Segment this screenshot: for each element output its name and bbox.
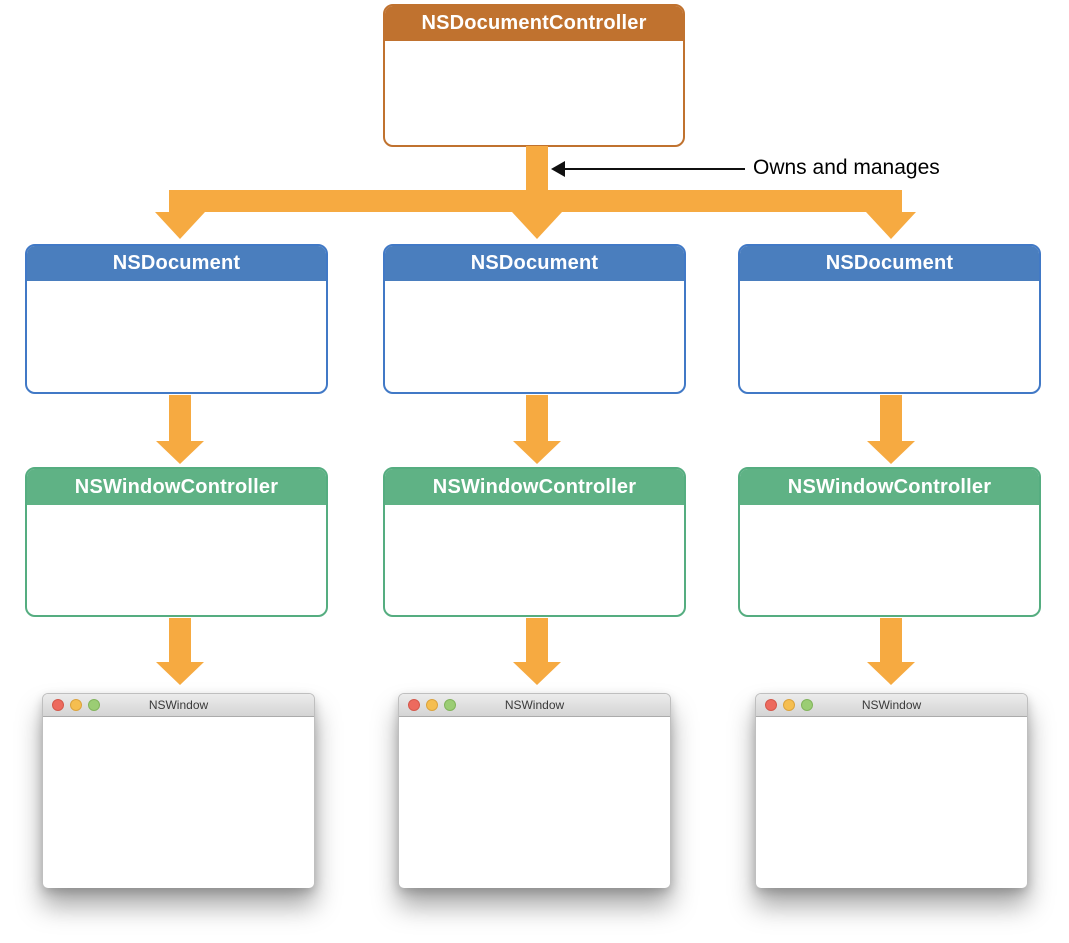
- minimize-light-icon: [783, 699, 795, 711]
- annotation-arrowhead-icon: [551, 161, 565, 177]
- connector-arrowhead-left: [155, 212, 205, 239]
- nswindow-content-3: [756, 717, 1027, 888]
- nsdocument-title-3: NSDocument: [825, 252, 954, 274]
- nsdocument-title-2: NSDocument: [470, 252, 599, 274]
- nswindowcontroller-header-3: NSWindowController: [740, 469, 1039, 505]
- nsdocument-box-3: NSDocument: [738, 244, 1041, 394]
- nswindow-title-1: NSWindow: [148, 698, 209, 712]
- traffic-lights-3: [765, 699, 813, 711]
- minimize-light-icon: [70, 699, 82, 711]
- nswindow-2: NSWindow: [398, 693, 671, 888]
- minimize-light-icon: [426, 699, 438, 711]
- nswindow-title-3: NSWindow: [861, 698, 922, 712]
- connector-horizontal-bar: [169, 190, 902, 212]
- arrow-doc-to-controller-head-2: [513, 441, 561, 464]
- close-light-icon: [408, 699, 420, 711]
- arrow-doc-to-controller-head-1: [156, 441, 204, 464]
- nsdocumentcontroller-box: NSDocumentController: [383, 4, 685, 147]
- arrow-controller-to-window-head-1: [156, 662, 204, 685]
- nsdocument-header-3: NSDocument: [740, 246, 1039, 281]
- nswindow-content-2: [399, 717, 670, 888]
- traffic-lights-2: [408, 699, 456, 711]
- arrow-controller-to-window-shaft-3: [880, 618, 902, 662]
- nswindowcontroller-title-3: NSWindowController: [787, 475, 992, 498]
- arrow-doc-to-controller-shaft-1: [169, 395, 191, 441]
- close-light-icon: [765, 699, 777, 711]
- nsdocumentcontroller-title: NSDocumentController: [421, 12, 647, 34]
- nsdocument-box-2: NSDocument: [383, 244, 686, 394]
- arrow-controller-to-window-shaft-1: [169, 618, 191, 662]
- close-light-icon: [52, 699, 64, 711]
- nsdocument-box-1: NSDocument: [25, 244, 328, 394]
- zoom-light-icon: [801, 699, 813, 711]
- nswindow-title-2: NSWindow: [504, 698, 565, 712]
- connector-arrowhead-center: [512, 212, 562, 239]
- nswindowcontroller-header-2: NSWindowController: [385, 469, 684, 505]
- nsdocumentcontroller-header: NSDocumentController: [385, 6, 683, 41]
- nswindow-3: NSWindow: [755, 693, 1028, 888]
- nswindow-titlebar-1: NSWindow: [43, 694, 314, 717]
- nswindowcontroller-box-3: NSWindowController: [738, 467, 1041, 617]
- nsdocument-header-2: NSDocument: [385, 246, 684, 281]
- nswindow-content-1: [43, 717, 314, 888]
- annotation-arrow-line: [563, 168, 745, 170]
- nswindowcontroller-title-2: NSWindowController: [432, 475, 637, 498]
- nswindow-1: NSWindow: [42, 693, 315, 888]
- zoom-light-icon: [444, 699, 456, 711]
- arrow-doc-to-controller-shaft-3: [880, 395, 902, 441]
- nswindowcontroller-box-2: NSWindowController: [383, 467, 686, 617]
- traffic-lights-1: [52, 699, 100, 711]
- nswindow-titlebar-2: NSWindow: [399, 694, 670, 717]
- arrow-controller-to-window-head-2: [513, 662, 561, 685]
- nswindowcontroller-header-1: NSWindowController: [27, 469, 326, 505]
- arrow-doc-to-controller-shaft-2: [526, 395, 548, 441]
- nsdocument-title-1: NSDocument: [112, 252, 241, 274]
- nswindowcontroller-title-1: NSWindowController: [74, 475, 279, 498]
- connector-root-shaft: [526, 146, 548, 190]
- arrow-controller-to-window-shaft-2: [526, 618, 548, 662]
- connector-arrowhead-right: [866, 212, 916, 239]
- arrow-doc-to-controller-head-3: [867, 441, 915, 464]
- nswindowcontroller-box-1: NSWindowController: [25, 467, 328, 617]
- zoom-light-icon: [88, 699, 100, 711]
- arrow-controller-to-window-head-3: [867, 662, 915, 685]
- nsdocument-header-1: NSDocument: [27, 246, 326, 281]
- annotation-label: Owns and manages: [753, 156, 940, 179]
- nswindow-titlebar-3: NSWindow: [756, 694, 1027, 717]
